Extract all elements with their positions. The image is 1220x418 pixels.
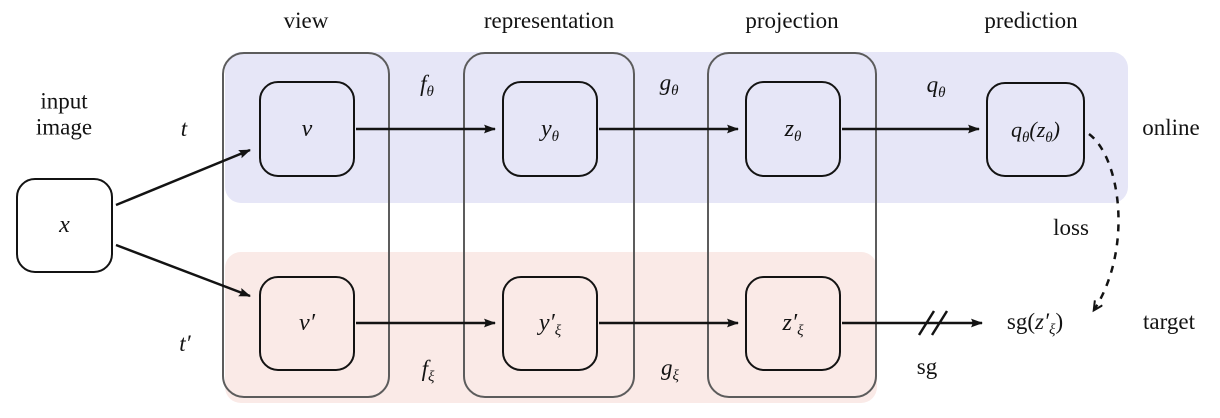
edge-label-sg: sg bbox=[916, 353, 938, 379]
group-box-projection bbox=[707, 52, 877, 398]
input-image-label: input image bbox=[36, 89, 92, 142]
node-v-prime: v′ bbox=[259, 276, 355, 371]
edge-label-f-theta: fθ bbox=[420, 70, 434, 100]
target-row-label: target bbox=[1143, 308, 1195, 334]
column-header-representation: representation bbox=[483, 7, 615, 33]
edge-label-g-xi: gξ bbox=[661, 354, 679, 384]
group-box-view bbox=[222, 52, 390, 398]
stop-gradient-slash-1 bbox=[917, 310, 936, 336]
online-row-label: online bbox=[1142, 114, 1200, 140]
node-x: x bbox=[16, 178, 113, 273]
node-y-theta: yθ bbox=[502, 81, 598, 177]
node-x-label: x bbox=[59, 212, 70, 238]
loss-label: loss bbox=[1053, 214, 1089, 240]
node-y-prime-xi-label: y′ξ bbox=[538, 310, 562, 339]
node-z-prime-xi-label: z′ξ bbox=[782, 310, 804, 339]
group-box-representation bbox=[463, 52, 635, 398]
column-header-prediction: prediction bbox=[984, 7, 1078, 33]
node-z-theta: zθ bbox=[745, 81, 841, 177]
node-q-theta-z-theta: qθ(zθ) bbox=[986, 82, 1085, 177]
augmentation-t-prime-label: t′ bbox=[179, 330, 191, 356]
augmentation-t-label: t bbox=[180, 115, 188, 141]
node-y-prime-xi: y′ξ bbox=[502, 276, 598, 371]
node-z-prime-xi: z′ξ bbox=[745, 276, 841, 371]
column-header-view: view bbox=[283, 7, 329, 33]
node-q-theta-z-theta-label: qθ(zθ) bbox=[1011, 116, 1060, 146]
node-z-theta-label: zθ bbox=[784, 115, 802, 145]
input-image-label-line2: image bbox=[35, 115, 93, 140]
edge-label-q-theta: qθ bbox=[926, 71, 946, 101]
input-image-label-line1: input bbox=[40, 88, 88, 114]
column-header-projection: projection bbox=[745, 7, 839, 33]
stop-gradient-slash-2 bbox=[930, 310, 949, 336]
edge-label-f-xi: fξ bbox=[421, 355, 435, 385]
node-y-theta-label: yθ bbox=[540, 115, 560, 145]
sg-output-term: sg(z′ξ) bbox=[1006, 308, 1064, 338]
node-v-prime-label: v′ bbox=[299, 310, 315, 336]
node-v: v bbox=[259, 81, 355, 177]
edge-label-g-theta: gθ bbox=[659, 69, 679, 99]
node-v-label: v bbox=[301, 115, 313, 142]
